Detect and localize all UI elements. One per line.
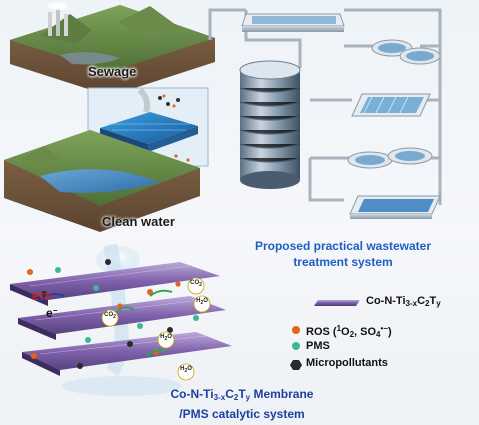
legend-pms-label: PMS	[306, 340, 330, 352]
legend-pms-dot	[292, 342, 300, 350]
sewage-label: Sewage	[88, 64, 137, 79]
legend-ros-label: ROS (1O2, SO4•−)	[306, 324, 392, 339]
electron-label: e−	[46, 306, 58, 320]
legend-membrane-swatch	[314, 300, 360, 306]
micropollutant-particles	[41, 259, 173, 369]
catalytic-title-line1: Co-N-Ti3-xC2Ty Membrane	[170, 387, 314, 402]
pms-particles	[55, 267, 199, 343]
h2o-bubble-label-2: H2O	[160, 334, 172, 343]
h2o-bubble-label-1: H2O	[196, 298, 208, 307]
catalytic-membrane-stack	[10, 262, 232, 376]
legend-ros-dot	[292, 326, 300, 334]
treatment-tank-1	[241, 13, 345, 32]
ros-particles	[27, 269, 181, 359]
molecule-bubbles	[101, 277, 211, 381]
electron-symbol: e	[46, 306, 53, 320]
h2o-bubble-label-3: H2O	[180, 366, 192, 375]
co2-bubble-label-2: CO2	[104, 312, 116, 321]
legend-micro-icon	[290, 360, 302, 370]
clarifier-pair-top	[371, 39, 441, 65]
clean-water-label: Clean water	[102, 214, 175, 229]
clean-water-landscape	[4, 130, 200, 232]
proposed-title-line2: treatment system	[293, 255, 393, 269]
co2-bubble-label-1: CO2	[190, 280, 202, 289]
sewage-landscape	[10, 2, 215, 96]
catalytic-system-title: Co-N-Ti3-xC2Ty Membrane /PMS catalytic s…	[152, 386, 332, 422]
membrane-module-cylinder	[239, 60, 301, 189]
legend-membrane-label: Co-N-Ti3-xC2Ty	[366, 295, 441, 308]
proposed-title-line1: Proposed practical wastewater	[254, 239, 432, 253]
legend-micropollutants-label: Micropollutants	[306, 357, 388, 369]
treatment-tank-2	[351, 93, 431, 117]
clarifier-pair-bottom	[347, 147, 433, 169]
treatment-tank-final	[349, 195, 441, 219]
catalytic-title-line2: /PMS catalytic system	[179, 407, 305, 421]
etp-label: ETP	[32, 292, 52, 303]
proposed-system-title: Proposed practical wastewater treatment …	[248, 238, 438, 270]
reaction-arrows	[39, 289, 173, 357]
